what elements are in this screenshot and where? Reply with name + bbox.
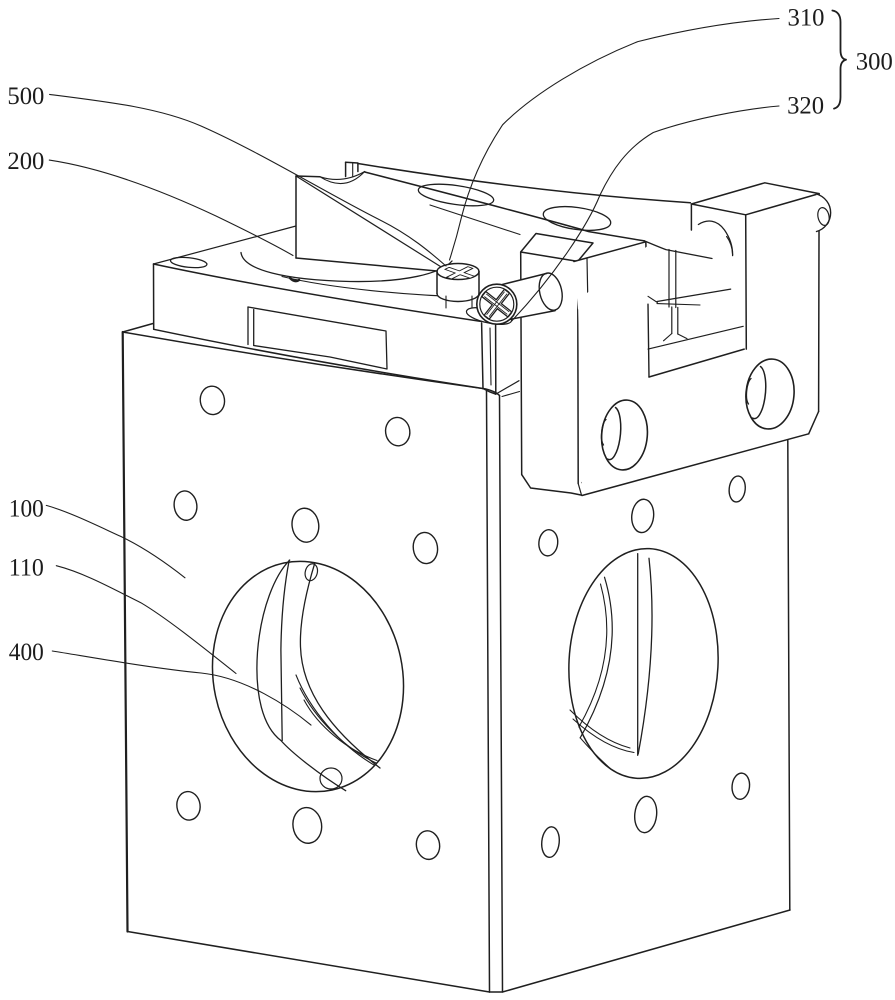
svg-text:300: 300 (856, 49, 893, 76)
svg-text:400: 400 (9, 639, 44, 666)
svg-text:500: 500 (7, 83, 44, 110)
svg-text:200: 200 (7, 148, 44, 175)
svg-text:320: 320 (787, 92, 824, 119)
svg-text:310: 310 (788, 4, 825, 31)
svg-text:110: 110 (9, 555, 44, 582)
svg-text:100: 100 (9, 496, 44, 523)
